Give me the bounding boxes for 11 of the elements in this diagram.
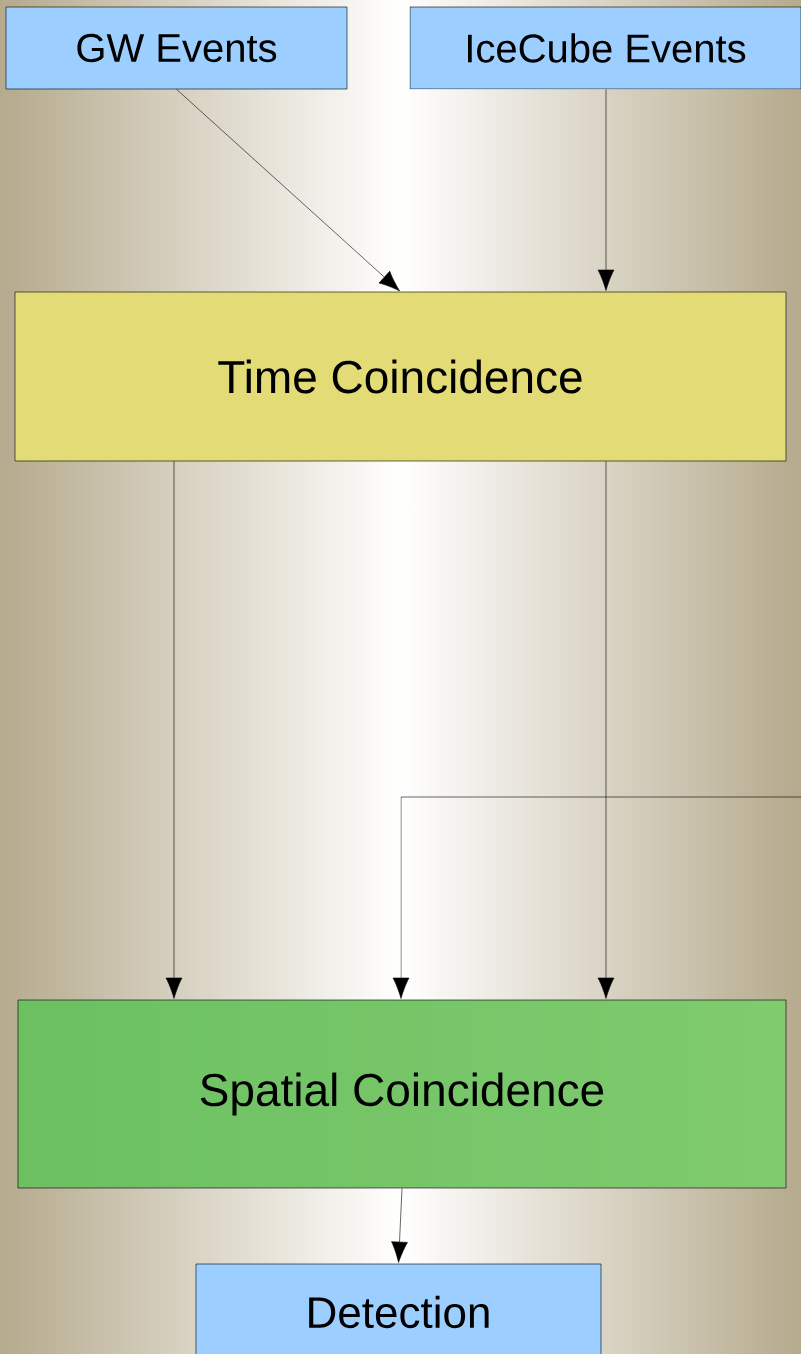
arrow	[597, 461, 615, 999]
process-box: Time Coincidence	[14, 291, 787, 462]
process-box: Detection	[195, 1263, 602, 1354]
process-box: IceCube Events	[409, 6, 801, 90]
arrow	[597, 89, 615, 291]
process-box: GW Events	[5, 6, 348, 90]
process-box: Spatial Coincidence	[17, 999, 787, 1189]
arrow	[176, 89, 400, 292]
arrow	[392, 796, 801, 999]
arrow	[391, 1188, 408, 1263]
arrow	[165, 461, 183, 999]
